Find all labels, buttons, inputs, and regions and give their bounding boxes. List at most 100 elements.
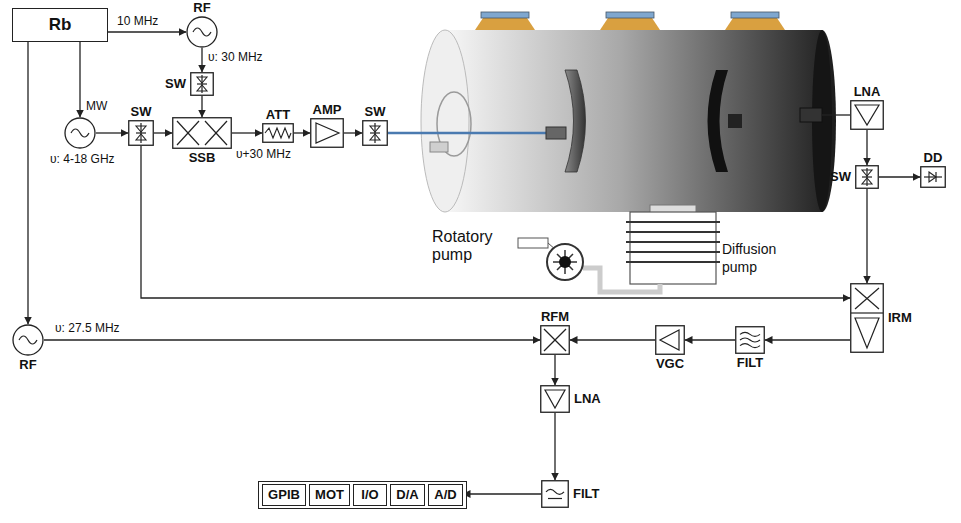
block-label: D/A (396, 488, 418, 502)
frequency-label: 10 MHz (116, 14, 159, 28)
block-label: GPIB (268, 488, 300, 502)
device-box: MOT (309, 484, 350, 506)
block-label: LNA (854, 85, 881, 99)
switch-symbol (128, 120, 154, 146)
signal-connector (141, 146, 850, 298)
signal-connector (554, 413, 555, 480)
detector-symbol: DD (920, 166, 946, 188)
amplifier-symbol (850, 100, 884, 130)
ssb-mixer-symbol (172, 117, 232, 149)
block-label: υ+30 MHz (236, 147, 291, 161)
block-label: υ: 4-18 GHz (50, 152, 115, 166)
block-label: FILT (737, 356, 763, 370)
signal-connector (44, 339, 540, 340)
switch-symbol: SW (362, 120, 388, 146)
signal-connector (765, 339, 850, 340)
block-label: FILT (573, 487, 599, 501)
image-reject-mixer-symbol: IRM (850, 283, 884, 353)
block-label: SW (830, 170, 851, 184)
device-box: Rb (12, 8, 108, 42)
switch-symbol (190, 72, 214, 96)
signal-connector (201, 48, 202, 72)
device-box: D/A (390, 484, 425, 506)
attenuator-symbol: ATT (262, 123, 294, 143)
signal-connector (866, 189, 867, 283)
block-label: VGC (656, 357, 684, 371)
mixer-symbol (540, 325, 570, 355)
device-box: A/D (428, 484, 463, 506)
switch-symbol: SW (128, 120, 154, 146)
block-label: IRM (888, 311, 912, 325)
signal-connector (154, 132, 172, 133)
signal-connector (570, 339, 655, 340)
vacuum-chamber (388, 12, 850, 212)
switch-symbol: SW (855, 165, 879, 189)
lowpass-filter-symbol: FILT (541, 480, 569, 508)
block-label: SW (131, 105, 152, 119)
signal-connector (27, 42, 28, 324)
pump-label: Diffusion pump (722, 240, 802, 276)
signal-connector (463, 493, 541, 494)
switch-symbol (855, 165, 879, 189)
signal-connector (201, 96, 202, 117)
signal-connector (554, 355, 555, 385)
lowpass-filter-symbol (541, 480, 569, 508)
image-reject-mixer-symbol (850, 283, 884, 353)
pump-label: Rotatory pump (432, 228, 512, 264)
amplifier-symbol: LNA (540, 385, 570, 413)
oscillator-symbol (64, 117, 96, 149)
amplifier-symbol (540, 385, 570, 413)
block-label: ATT (266, 108, 290, 122)
oscillator-symbol: MWυ: 4-18 GHz (64, 117, 96, 149)
block-label: MOT (315, 488, 344, 502)
oscillator-symbol (186, 16, 218, 48)
ssb-mixer-symbol: SSBυ+30 MHz (172, 117, 232, 149)
block-label: SW (365, 105, 386, 119)
block-label: RF (19, 358, 36, 372)
oscillator-symbol: RFυ: 30 MHz (186, 16, 218, 48)
amplifier-symbol: AMP (310, 118, 344, 148)
amplifier-symbol (655, 325, 685, 355)
signal-connector (79, 42, 80, 117)
signal-connector (108, 31, 186, 32)
signal-connector (685, 339, 735, 340)
amplifier-symbol: LNA (850, 100, 884, 130)
block-label: RF (193, 1, 210, 15)
frequency-label: υ: 27.5 MHz (54, 321, 121, 335)
detector-symbol (920, 166, 946, 188)
switch-symbol: SW (190, 72, 214, 96)
block-label: SW (165, 77, 186, 91)
bandpass-filter-symbol (735, 326, 765, 354)
mixer-symbol: RFM (540, 325, 570, 355)
oscillator-symbol (12, 324, 44, 356)
block-label: MW (86, 99, 107, 113)
block-label: Rb (49, 15, 72, 35)
amplifier-symbol: VGC (655, 325, 685, 355)
device-box: GPIB (262, 484, 306, 506)
signal-connector (866, 130, 867, 165)
block-label: LNA (574, 392, 601, 406)
block-label: υ: 30 MHz (208, 50, 263, 64)
switch-symbol (362, 120, 388, 146)
block-label: SSB (189, 151, 216, 165)
attenuator-symbol (262, 123, 294, 143)
block-label: A/D (434, 488, 456, 502)
signal-connector (294, 132, 310, 133)
signal-connector (344, 132, 362, 133)
block-label: I/O (361, 488, 378, 502)
signal-connector (232, 132, 262, 133)
rotatory-pump (518, 238, 660, 292)
signal-connector (879, 176, 920, 177)
device-box: I/O (353, 484, 387, 506)
amplifier-symbol (310, 118, 344, 148)
block-label: RFM (541, 310, 569, 324)
bandpass-filter-symbol: FILT (735, 326, 765, 354)
oscillator-symbol: RF (12, 324, 44, 356)
block-label: DD (924, 151, 943, 165)
block-label: AMP (313, 103, 342, 117)
diffusion-pump (626, 205, 720, 284)
signal-connector (96, 132, 128, 133)
